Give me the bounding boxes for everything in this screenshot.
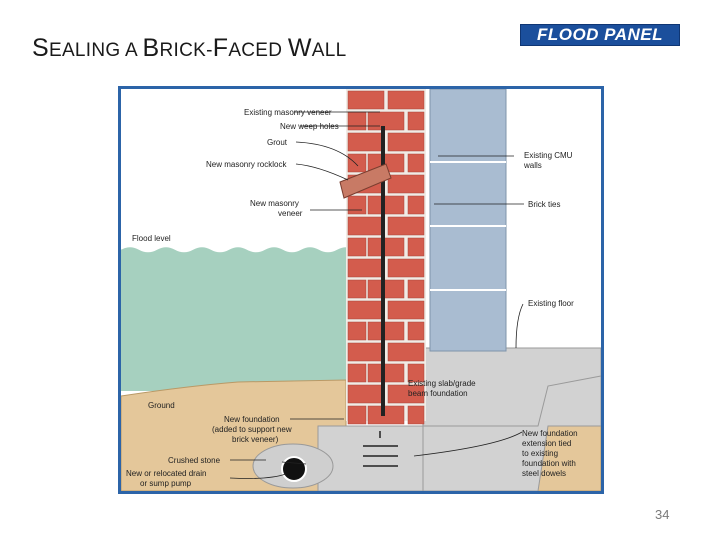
label-crushed-stone: Crushed stone xyxy=(168,456,221,465)
brick xyxy=(347,237,367,257)
brick xyxy=(367,237,405,257)
diagram-frame xyxy=(118,86,604,494)
label-existing-cmu-2: walls xyxy=(523,161,542,170)
label-drain-1: New or relocated drain xyxy=(126,469,206,478)
brick xyxy=(387,300,425,320)
title-rest-3: ACED xyxy=(228,40,288,61)
brick xyxy=(347,300,385,320)
label-new-foundation-2: (added to support new xyxy=(212,425,292,434)
label-flood-level: Flood level xyxy=(132,234,171,243)
label-ext-4: foundation with xyxy=(522,459,576,468)
flood-water xyxy=(121,246,355,391)
brick-wall-diagram: Existing masonry veneer New weep holes G… xyxy=(118,86,604,494)
brick xyxy=(407,153,425,173)
brick xyxy=(367,363,405,383)
label-new-foundation-3: brick veneer) xyxy=(232,435,279,444)
title-rest-4: ALL xyxy=(311,40,347,61)
brick xyxy=(347,132,385,152)
title-rest-1: EALING A xyxy=(48,40,143,61)
label-new-masonry-rocklock: New masonry rocklock xyxy=(206,160,287,169)
label-existing-cmu-1: Existing CMU xyxy=(524,151,573,160)
brick-courses xyxy=(347,90,425,425)
brick xyxy=(347,195,367,215)
brick xyxy=(387,384,425,404)
water-surface-line xyxy=(120,245,356,253)
label-slab-2: beam foundation xyxy=(408,389,468,398)
title-cap-2: B xyxy=(142,34,160,62)
brick xyxy=(407,321,425,341)
brick xyxy=(387,258,425,278)
page-number: 34 xyxy=(655,507,670,522)
brick xyxy=(347,321,367,341)
brick xyxy=(347,153,367,173)
label-new-masonry-veneer-2: veneer xyxy=(278,209,303,218)
label-ext-1: New foundation xyxy=(522,429,578,438)
label-new-masonry-veneer-1: New masonry xyxy=(250,199,299,208)
slide-title: SEALING A BRICK-FACED WALL xyxy=(32,34,347,63)
brick xyxy=(387,90,425,110)
cmu-joints xyxy=(430,161,506,291)
brick xyxy=(347,279,367,299)
brick xyxy=(407,279,425,299)
brick xyxy=(367,321,405,341)
brick xyxy=(407,363,425,383)
brick xyxy=(407,237,425,257)
label-existing-floor: Existing floor xyxy=(528,299,574,308)
title-cap-3: F xyxy=(212,34,229,62)
title-cap-4: W xyxy=(287,34,312,62)
brick xyxy=(347,384,385,404)
drain-pipe xyxy=(281,456,307,482)
brick xyxy=(387,342,425,362)
existing-cmu-wall xyxy=(429,88,507,352)
brick xyxy=(387,132,425,152)
label-existing-masonry-veneer: Existing masonry veneer xyxy=(244,108,332,117)
label-new-weep-holes: New weep holes xyxy=(280,122,339,131)
brick xyxy=(387,216,425,236)
label-ground: Ground xyxy=(148,401,175,410)
steel-dowels xyxy=(363,431,398,467)
masonry-rocklock xyxy=(339,163,392,199)
label-slab-1: Existing slab/grade xyxy=(408,379,476,388)
label-ext-5: steel dowels xyxy=(522,469,566,478)
brick xyxy=(407,195,425,215)
flood-panel-logo: FLOOD PANEL xyxy=(520,24,680,46)
label-ext-2: extension tied xyxy=(522,439,571,448)
label-new-foundation-1: New foundation xyxy=(224,415,280,424)
brick xyxy=(347,111,367,131)
brick xyxy=(407,111,425,131)
label-grout: Grout xyxy=(267,138,288,147)
brick xyxy=(347,342,385,362)
brick xyxy=(367,279,405,299)
grout-cavity xyxy=(381,126,385,416)
brick xyxy=(347,405,367,425)
brick xyxy=(367,111,405,131)
brick xyxy=(347,258,385,278)
brick xyxy=(347,90,385,110)
brick xyxy=(347,363,367,383)
brick xyxy=(347,216,385,236)
label-brick-ties: Brick ties xyxy=(528,200,560,209)
label-ext-3: to existing xyxy=(522,449,558,458)
brick xyxy=(407,405,425,425)
new-foundation-extension xyxy=(317,425,424,492)
brick xyxy=(387,174,425,194)
brick xyxy=(367,405,405,425)
label-drain-2: or sump pump xyxy=(140,479,192,488)
brick xyxy=(367,195,405,215)
leader-lines xyxy=(229,111,524,479)
title-cap-1: S xyxy=(32,34,49,62)
title-rest-2: RICK- xyxy=(159,40,213,61)
